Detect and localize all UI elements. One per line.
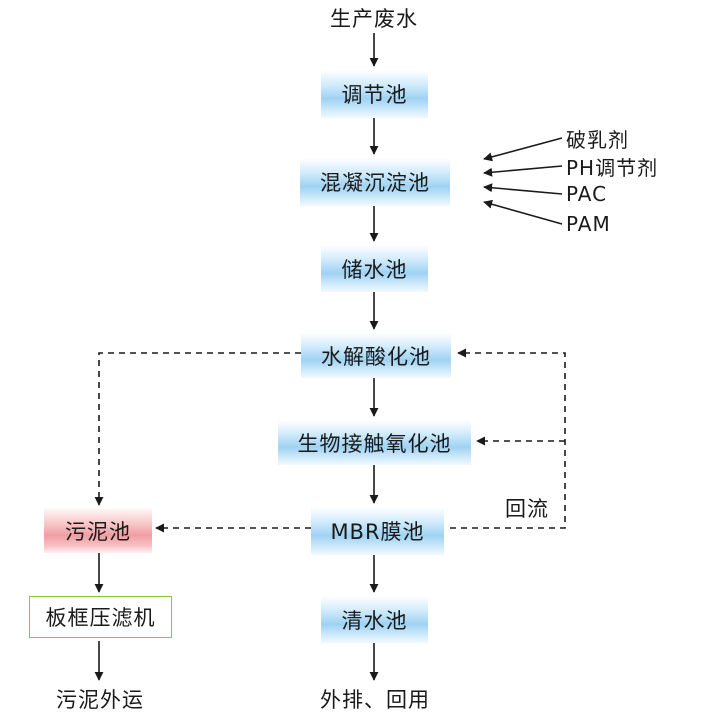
dashed-hydrolysis-to-sludge xyxy=(94,352,301,506)
arrow-chem-demulsifier xyxy=(483,137,563,162)
regulating-tank: 调节池 xyxy=(321,70,428,118)
reflux-label: 回流 xyxy=(505,497,549,521)
output-discharge-reuse: 外排、回用 xyxy=(320,688,430,712)
filter-press: 板框压滤机 xyxy=(29,596,172,638)
contact-oxidation-tank: 生物接触氧化池 xyxy=(278,420,471,465)
arrow-chem-ph xyxy=(483,165,563,177)
input-label-wastewater: 生产废水 xyxy=(330,7,418,31)
output-sludge-transport: 污泥外运 xyxy=(56,688,144,712)
arrow-chem-pam xyxy=(483,199,563,225)
chemical-pam: PAM xyxy=(566,212,611,236)
sludge-tank: 污泥池 xyxy=(44,509,152,553)
arrow-chem-pac xyxy=(483,183,563,195)
storage-tank: 储水池 xyxy=(321,245,428,292)
chemical-ph-adjuster: PH调节剂 xyxy=(566,155,659,180)
hydrolysis-tank: 水解酸化池 xyxy=(301,333,451,378)
chemical-demulsifier: 破乳剂 xyxy=(566,127,629,152)
clear-water-tank: 清水池 xyxy=(321,596,428,643)
mbr-tank: MBR膜池 xyxy=(311,507,444,555)
chemical-pac: PAC xyxy=(566,182,608,206)
coagulation-tank: 混凝沉淀池 xyxy=(300,158,450,206)
